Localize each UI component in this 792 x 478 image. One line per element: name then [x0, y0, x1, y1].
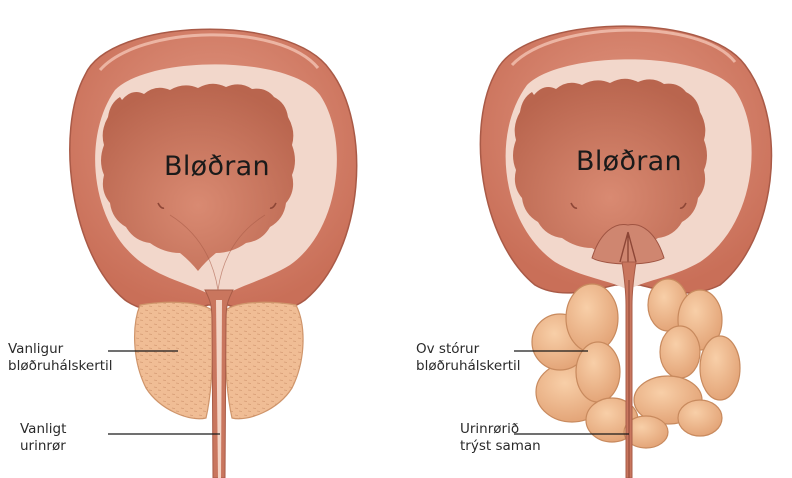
prostate-lobe: [660, 326, 700, 378]
normal-urethra-label-line1: Vanligt: [20, 421, 66, 438]
prostate-lobe: [678, 400, 722, 436]
enlarged-bladder-label: Bløðran: [576, 146, 682, 177]
enlarged-prostate: [532, 279, 740, 448]
enlarged-diagram: [480, 26, 771, 478]
enlarged-prostate-label: Ov stórur bløðruhálskertil: [416, 341, 521, 375]
normal-bladder-label: Bløðran: [164, 151, 270, 182]
enlarged-prostate-label-line1: Ov stórur: [416, 341, 521, 358]
normal-prostate-label-line2: bløðruhálskertil: [8, 358, 113, 375]
normal-urethra-label: Vanligt urinrør: [20, 421, 66, 455]
normal-diagram: [70, 29, 357, 478]
normal-prostate-label-line1: Vanligur: [8, 341, 113, 358]
normal-prostate-label: Vanligur bløðruhálskertil: [8, 341, 113, 375]
enlarged-prostate-label-line2: bløðruhálskertil: [416, 358, 521, 375]
prostate-lobe: [700, 336, 740, 400]
enlarged-urethra-label-line2: trýst saman: [460, 438, 541, 455]
prostate-lobe: [566, 284, 618, 352]
enlarged-urethra-label: Urinrørið trýst saman: [460, 421, 541, 455]
enlarged-urethra-label-line1: Urinrørið: [460, 421, 541, 438]
normal-urethra-label-line2: urinrør: [20, 438, 66, 455]
